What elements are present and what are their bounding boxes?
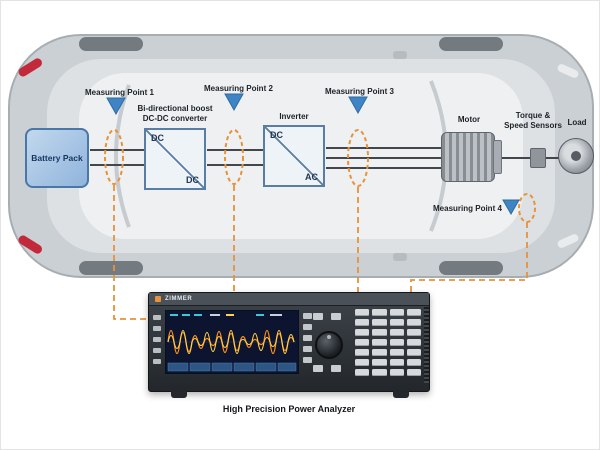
- analyzer-brand-strip: ZIMMER: [149, 293, 429, 306]
- motor-block: [441, 132, 495, 182]
- headlight-bottom-icon: [557, 234, 579, 248]
- battery-pack-block: Battery Pack: [25, 128, 89, 188]
- mirror-bottom-icon: [393, 253, 407, 261]
- analyzer-logo-icon: [155, 296, 161, 302]
- power-analyzer: ZIMMER: [148, 292, 430, 392]
- connector-mp1: [113, 185, 147, 320]
- analyzer-knob-marker: [327, 335, 331, 339]
- analyzer-button: [313, 313, 323, 320]
- analyzer-button: [331, 313, 341, 320]
- connector-mp4: [410, 222, 528, 292]
- torque-speed-sensor-block: [530, 148, 546, 168]
- screen-status-row: [170, 314, 282, 316]
- sensors-label-line2: Speed Sensors: [504, 120, 562, 130]
- sensors-label-line1: Torque &: [515, 111, 551, 120]
- measuring-marker-1-icon: [106, 97, 126, 116]
- analyzer-brand: ZIMMER: [165, 296, 193, 302]
- inverter-block: DC AC: [263, 125, 325, 187]
- waveform-display: [166, 311, 298, 373]
- wheel-rear-right-icon: [439, 261, 503, 275]
- analyzer-softkeys: [303, 313, 312, 363]
- waveform-orange: [167, 329, 295, 355]
- measuring-marker-2-icon: [224, 93, 244, 112]
- dcdc-output-label: DC: [186, 175, 199, 185]
- load-flywheel-hub: [571, 151, 581, 161]
- dcdc-converter-block: DC DC: [144, 128, 206, 190]
- taillight-top-icon: [18, 58, 42, 77]
- analyzer-left-buttons: [153, 315, 161, 364]
- analyzer-button: [331, 365, 341, 372]
- measuring-marker-3-icon: [348, 96, 368, 115]
- headlight-top-icon: [557, 64, 579, 78]
- motor-endcap: [493, 140, 502, 174]
- inverter-input-label: DC: [270, 130, 283, 140]
- measuring-ellipse-2: [224, 129, 244, 185]
- measuring-point-3-label: Measuring Point 3: [325, 87, 394, 96]
- measuring-point-2-label: Measuring Point 2: [204, 84, 273, 93]
- wheel-front-right-icon: [439, 37, 503, 51]
- inverter-output-label: AC: [305, 172, 318, 182]
- power-wires: [90, 147, 561, 169]
- analyzer-screen: [165, 310, 299, 374]
- waveform-yellow: [167, 329, 295, 355]
- dcdc-title-line2: DC-DC converter: [142, 113, 208, 123]
- motor-label: Motor: [457, 115, 481, 124]
- sensors-label: Torque & Speed Sensors: [501, 111, 565, 130]
- analyzer-button: [313, 365, 323, 372]
- dcdc-title: Bi-directional boost DC-DC converter: [129, 104, 221, 123]
- measuring-point-1-label: Measuring Point 1: [85, 88, 154, 97]
- analyzer-foot-right: [393, 391, 409, 398]
- measuring-point-4-label: Measuring Point 4: [433, 204, 502, 213]
- measuring-ellipse-1: [104, 129, 124, 185]
- mirror-top-icon: [393, 51, 407, 59]
- measuring-ellipse-3: [347, 129, 369, 187]
- analyzer-knob: [315, 331, 343, 359]
- analyzer-vent: [424, 307, 429, 383]
- screen-menu-bar: [167, 362, 297, 372]
- inverter-title: Inverter: [279, 112, 309, 121]
- analyzer-keypad: [355, 309, 421, 381]
- battery-pack-label: Battery Pack: [31, 153, 83, 163]
- load-label: Load: [567, 118, 587, 127]
- wheel-front-left-icon: [79, 37, 143, 51]
- dcdc-title-line1: Bi-directional boost: [137, 104, 213, 113]
- rear-window-line: [114, 84, 131, 228]
- taillight-bottom-icon: [18, 235, 42, 254]
- analyzer-foot-left: [171, 391, 187, 398]
- analyzer-caption: High Precision Power Analyzer: [222, 404, 356, 414]
- dcdc-input-label: DC: [151, 133, 164, 143]
- wheel-rear-left-icon: [79, 261, 143, 275]
- measuring-marker-4-icon: [502, 199, 520, 216]
